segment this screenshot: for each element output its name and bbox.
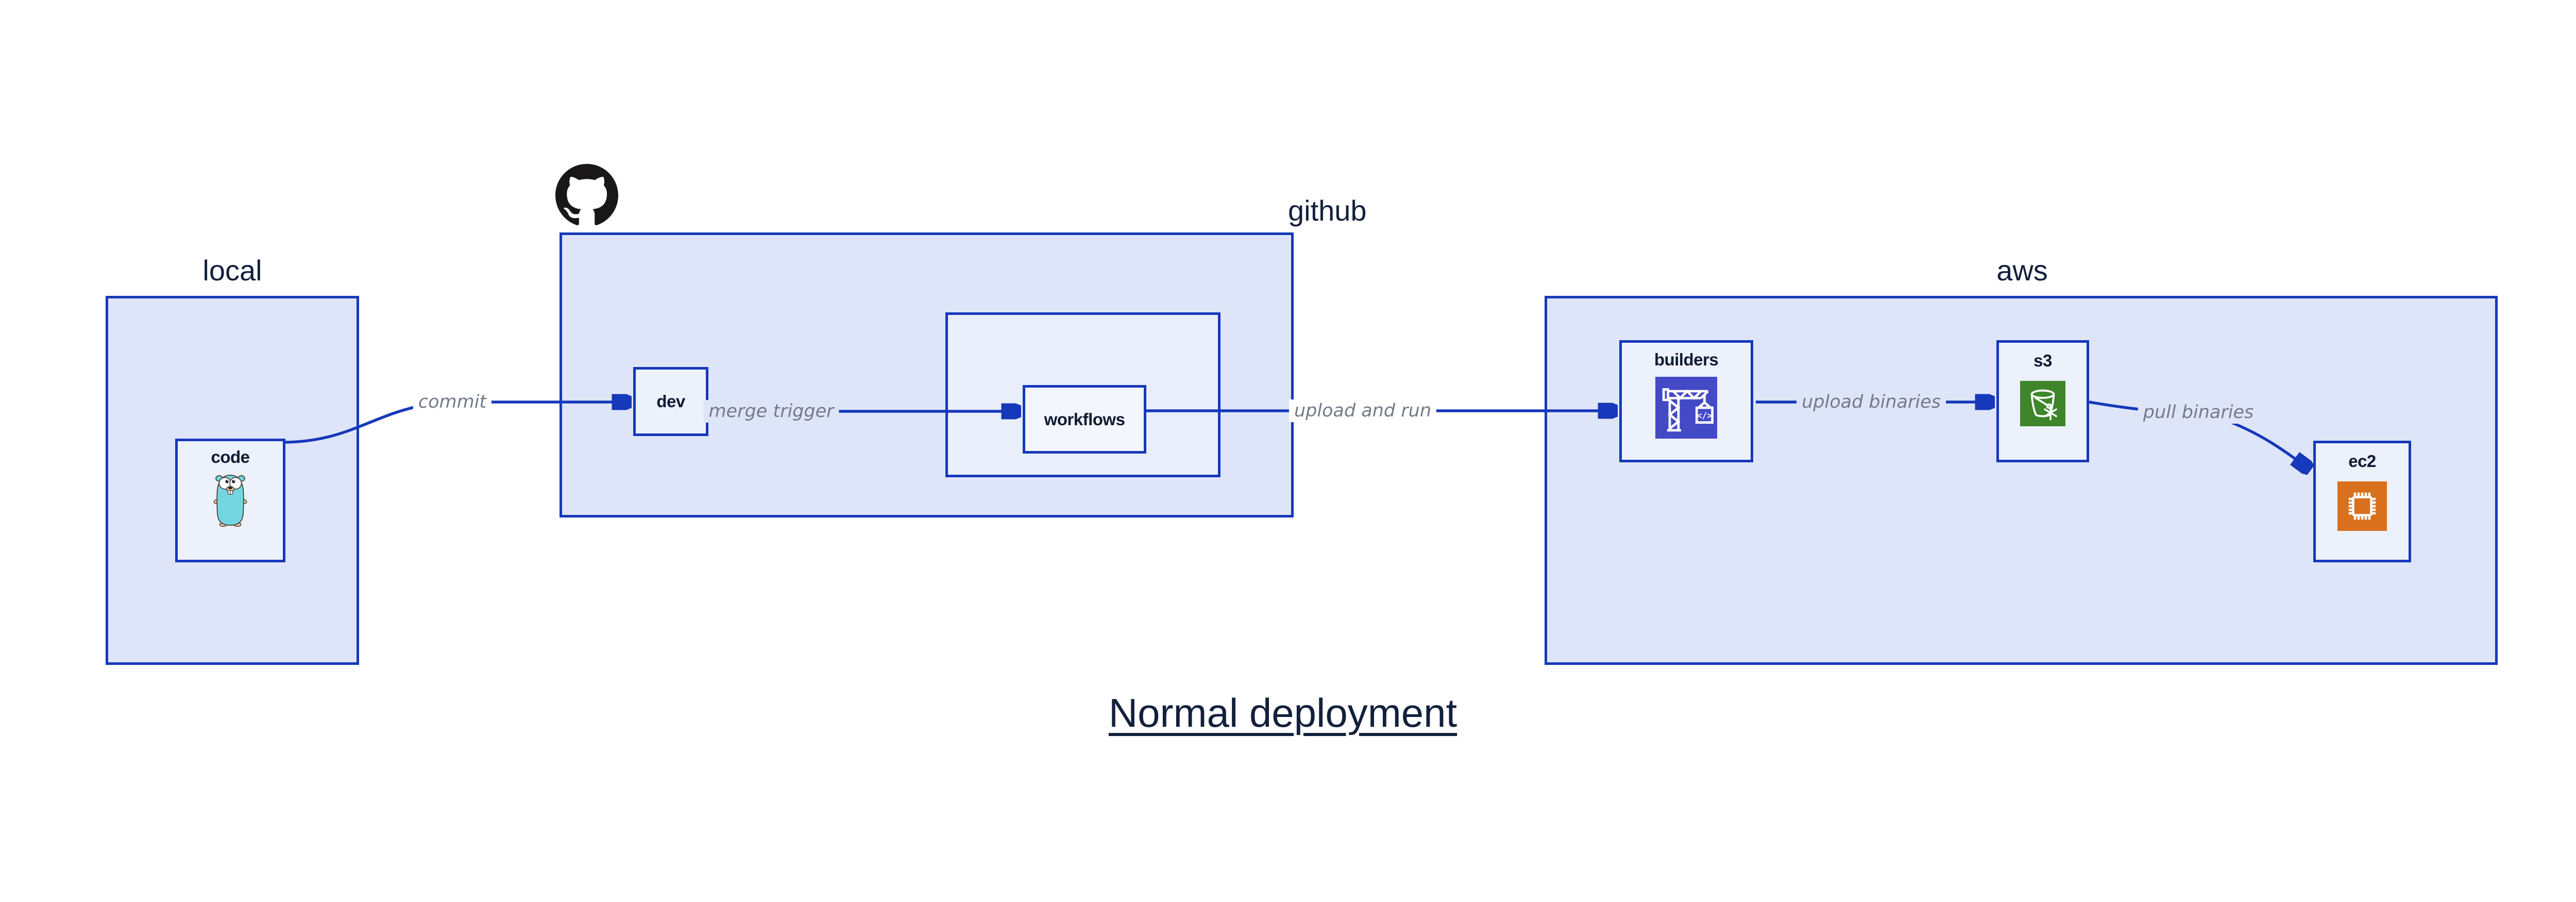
code-node: code bbox=[175, 439, 285, 562]
ec2-chip-icon bbox=[2337, 481, 2387, 531]
svg-text:</>: </> bbox=[1697, 410, 1712, 421]
go-gopher-icon bbox=[213, 475, 247, 527]
s3-node-label: s3 bbox=[2033, 351, 2052, 370]
local-group-label: local bbox=[202, 254, 262, 287]
s3-node: s3 bbox=[1996, 340, 2089, 462]
dev-node: dev bbox=[633, 367, 708, 436]
code-node-label: code bbox=[211, 447, 250, 466]
workflows-node-label: workflows bbox=[1044, 409, 1125, 429]
builders-node: builders </> bbox=[1619, 340, 1753, 462]
merge-trigger-connection-label: merge trigger bbox=[703, 400, 839, 423]
pull-binaries-connection-label: pull binaries bbox=[2138, 401, 2259, 424]
codebuild-crane-icon: </> bbox=[1655, 377, 1717, 439]
builders-node-label: builders bbox=[1654, 350, 1719, 369]
github-octocat-icon bbox=[555, 164, 618, 225]
ec2-node: ec2 bbox=[2313, 441, 2411, 562]
aws-group-label: aws bbox=[1996, 254, 2048, 287]
s3-bucket-icon bbox=[2020, 381, 2065, 426]
upload-and-run-connection-label: upload and run bbox=[1289, 399, 1437, 422]
dev-node-label: dev bbox=[656, 392, 685, 411]
workflows-node: workflows bbox=[1023, 385, 1146, 454]
ec2-node-label: ec2 bbox=[2348, 452, 2376, 471]
upload-binaries-connection-label: upload binaries bbox=[1797, 391, 1946, 413]
diagram-title: Normal deployment bbox=[1108, 690, 1458, 736]
github-group-label: github bbox=[1288, 194, 1367, 227]
commit-connection-label: commit bbox=[413, 391, 492, 413]
